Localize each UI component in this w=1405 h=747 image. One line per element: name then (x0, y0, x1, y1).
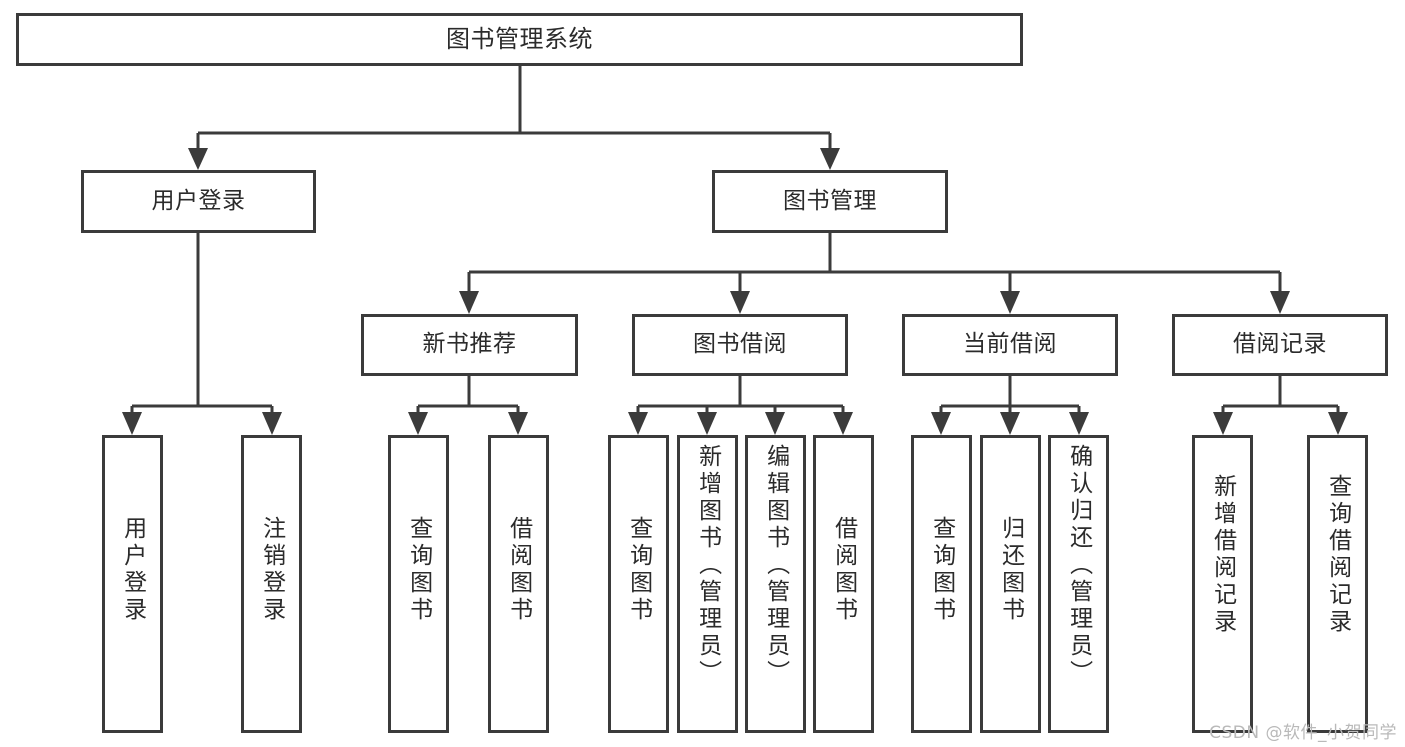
leaf-borrow-book-recommend[interactable]: 借阅图书 (488, 435, 549, 733)
watermark-text: CSDN @软件_小贺同学 (1209, 723, 1397, 743)
node-new-book-recommend[interactable]: 新书推荐 (361, 314, 578, 376)
node-book-management[interactable]: 图书管理 (712, 170, 948, 233)
node-label: 查询图书 (928, 516, 955, 624)
leaf-user-login[interactable]: 用户登录 (102, 435, 163, 733)
node-label: 借阅记录 (1233, 331, 1327, 358)
leaf-query-book-borrow[interactable]: 查询图书 (608, 435, 669, 733)
node-label: 新增借阅记录 (1209, 474, 1236, 636)
leaf-query-book-current[interactable]: 查询图书 (911, 435, 972, 733)
node-user-login[interactable]: 用户登录 (81, 170, 316, 233)
node-label: 当前借阅 (963, 331, 1057, 358)
node-label: 查询图书 (625, 516, 652, 624)
leaf-borrow-book[interactable]: 借阅图书 (813, 435, 874, 733)
node-root-book-management-system[interactable]: 图书管理系统 (16, 13, 1023, 66)
node-label: 查询借阅记录 (1324, 474, 1351, 636)
node-book-borrow[interactable]: 图书借阅 (632, 314, 848, 376)
node-label: 新书推荐 (422, 331, 517, 358)
leaf-logout[interactable]: 注销登录 (241, 435, 302, 733)
node-label: 借阅图书 (830, 516, 857, 624)
node-label: 编辑图书（管理员） (762, 444, 789, 687)
node-label: 归还图书 (997, 516, 1024, 624)
node-label: 图书管理 (783, 187, 877, 214)
node-label: 注销登录 (258, 516, 285, 624)
leaf-add-book-admin[interactable]: 新增图书（管理员） (677, 435, 738, 733)
node-label: 确认归还（管理员） (1065, 444, 1092, 687)
node-current-borrow[interactable]: 当前借阅 (902, 314, 1118, 376)
leaf-edit-book-admin[interactable]: 编辑图书（管理员） (745, 435, 806, 733)
leaf-add-borrow-record[interactable]: 新增借阅记录 (1192, 435, 1253, 733)
leaf-query-book-recommend[interactable]: 查询图书 (388, 435, 449, 733)
node-label: 借阅图书 (505, 516, 532, 624)
leaf-return-book[interactable]: 归还图书 (980, 435, 1041, 733)
leaf-query-borrow-record[interactable]: 查询借阅记录 (1307, 435, 1368, 733)
node-label: 用户登录 (151, 187, 246, 214)
node-borrow-record[interactable]: 借阅记录 (1172, 314, 1388, 376)
node-label: 图书借阅 (693, 331, 787, 358)
node-label: 图书管理系统 (446, 25, 593, 54)
node-label: 查询图书 (405, 516, 432, 624)
node-label: 新增图书（管理员） (694, 444, 721, 687)
leaf-confirm-return-admin[interactable]: 确认归还（管理员） (1048, 435, 1109, 733)
node-label: 用户登录 (119, 516, 146, 624)
